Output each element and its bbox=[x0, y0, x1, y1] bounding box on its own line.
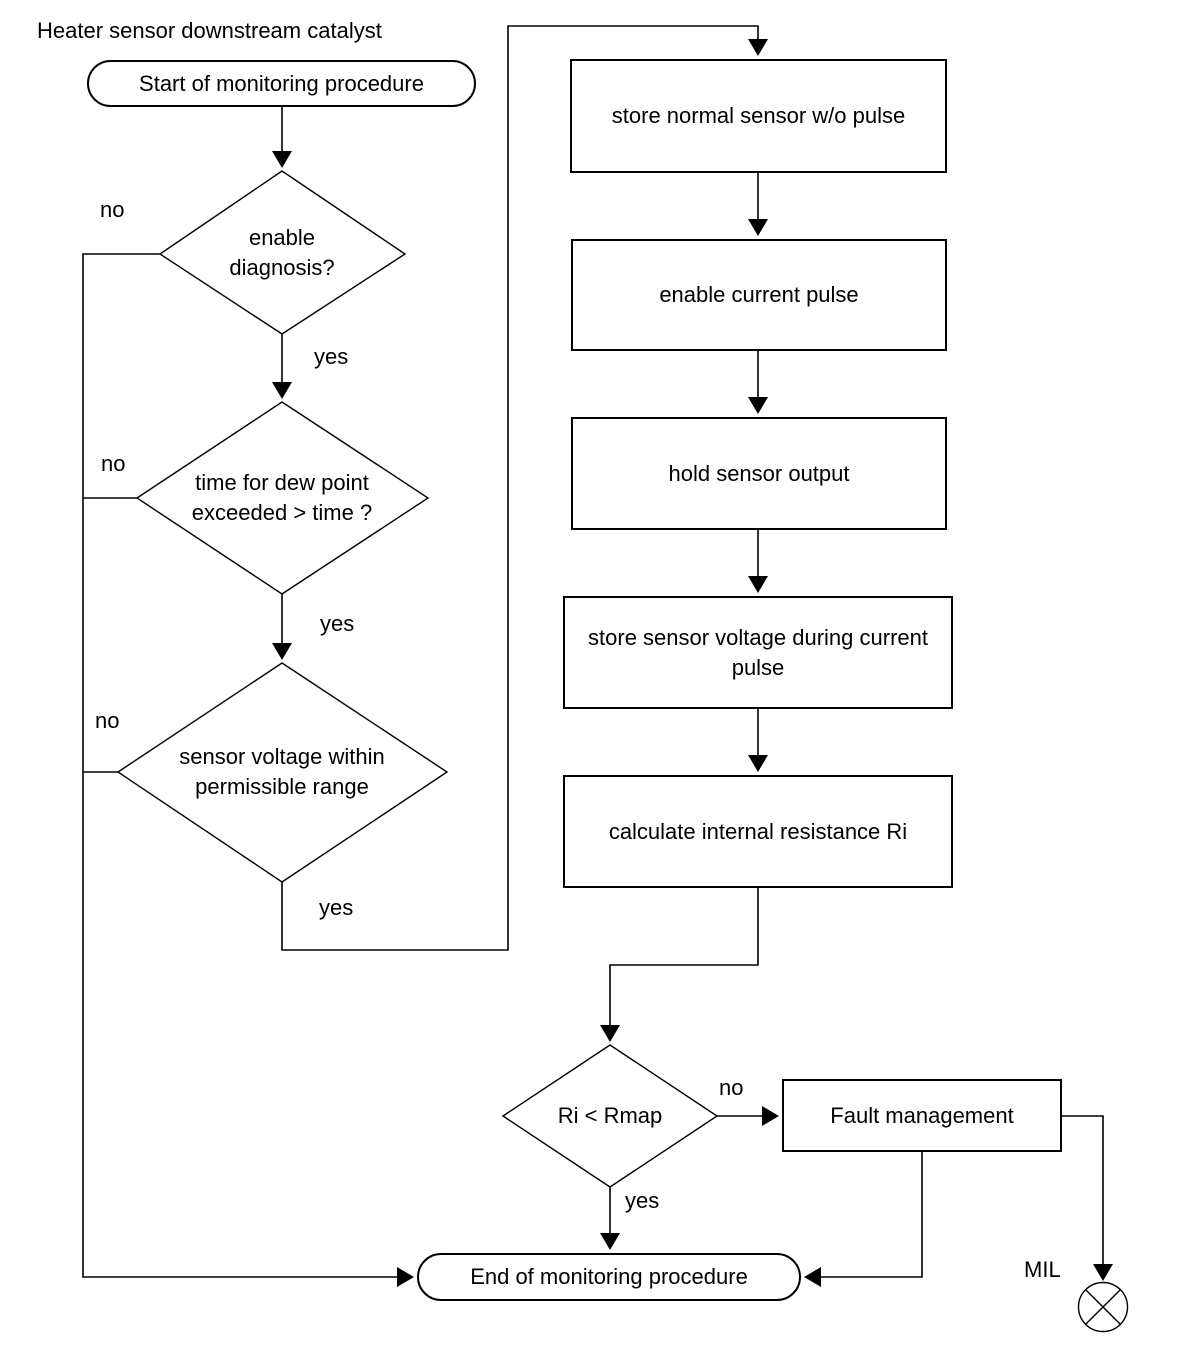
edge-voltage-yes bbox=[281, 25, 768, 951]
node-fault-management: Fault management bbox=[782, 1079, 1062, 1152]
decision-ri-compare: Ri < Rmap bbox=[557, 1103, 663, 1128]
edge-label-enable-no: no bbox=[100, 197, 125, 222]
node-store-normal-sensor: store normal sensor w/o pulse bbox=[570, 59, 947, 173]
node-end: End of monitoring procedure bbox=[417, 1253, 801, 1301]
node-store-sensor-voltage: store sensor voltage during current puls… bbox=[563, 596, 953, 709]
decision-shape-dew-point bbox=[135, 401, 430, 595]
edge-fault-to-end bbox=[804, 1152, 923, 1287]
edge-label-dew-yes: yes bbox=[320, 611, 355, 636]
decision-shape-sensor-voltage bbox=[116, 662, 449, 883]
edge-label-dew-no: no bbox=[101, 451, 126, 476]
edge-no-rail bbox=[82, 253, 414, 1287]
edge-label-voltage-no: no bbox=[95, 708, 120, 733]
edge-label-voltage-yes: yes bbox=[319, 895, 354, 920]
node-hold-sensor-output: hold sensor output bbox=[571, 417, 947, 530]
mil-lamp-cross-2 bbox=[1085, 1289, 1121, 1325]
edge-calc-to-ricompare bbox=[600, 888, 759, 1042]
decision-dew-point: time for dew point exceeded > time ? bbox=[191, 470, 373, 525]
decision-enable-diagnosis: enable diagnosis? bbox=[229, 225, 335, 280]
diagram-title: Heater sensor downstream catalyst bbox=[37, 18, 382, 43]
edge-label-enable-yes: yes bbox=[314, 344, 349, 369]
mil-label: MIL bbox=[1024, 1257, 1061, 1282]
node-enable-current-pulse: enable current pulse bbox=[571, 239, 947, 351]
node-calculate-resistance: calculate internal resistance Ri bbox=[563, 775, 953, 888]
decision-shape-enable-diagnosis bbox=[158, 170, 407, 335]
edge-label-ri-no: no bbox=[719, 1075, 744, 1100]
edge-fault-to-mil bbox=[1062, 1115, 1113, 1281]
edge-label-ri-yes: yes bbox=[625, 1188, 660, 1213]
decision-shape-ri-compare bbox=[501, 1044, 719, 1188]
node-start: Start of monitoring procedure bbox=[87, 60, 476, 107]
decision-sensor-voltage: sensor voltage within permissible range bbox=[179, 744, 385, 799]
